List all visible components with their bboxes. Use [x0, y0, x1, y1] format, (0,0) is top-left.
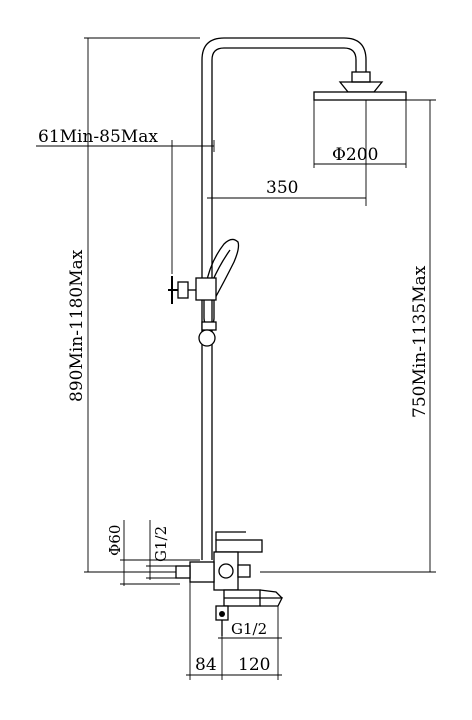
head-diameter-label: Φ200: [332, 145, 378, 165]
head-height-label: 750Min-1135Max: [410, 265, 430, 418]
inlet-thread-label: G1/2: [152, 526, 170, 562]
hand-shower: [168, 238, 240, 347]
bath-mixer: [175, 531, 284, 636]
dimension-lines: [36, 37, 436, 680]
total-height-label: 890Min-1180Max: [67, 249, 87, 402]
spout-width-label: 120: [238, 655, 270, 675]
outlet-thread-label: G1/2: [231, 620, 267, 638]
flange-diameter-label: Φ60: [106, 525, 124, 556]
arm-depth-label: 61Min-85Max: [38, 127, 158, 147]
arm-length-label: 350: [266, 178, 298, 198]
inlet-width-label: 84: [195, 655, 217, 675]
shower-riser: [201, 37, 367, 560]
shower-head: [313, 71, 407, 101]
